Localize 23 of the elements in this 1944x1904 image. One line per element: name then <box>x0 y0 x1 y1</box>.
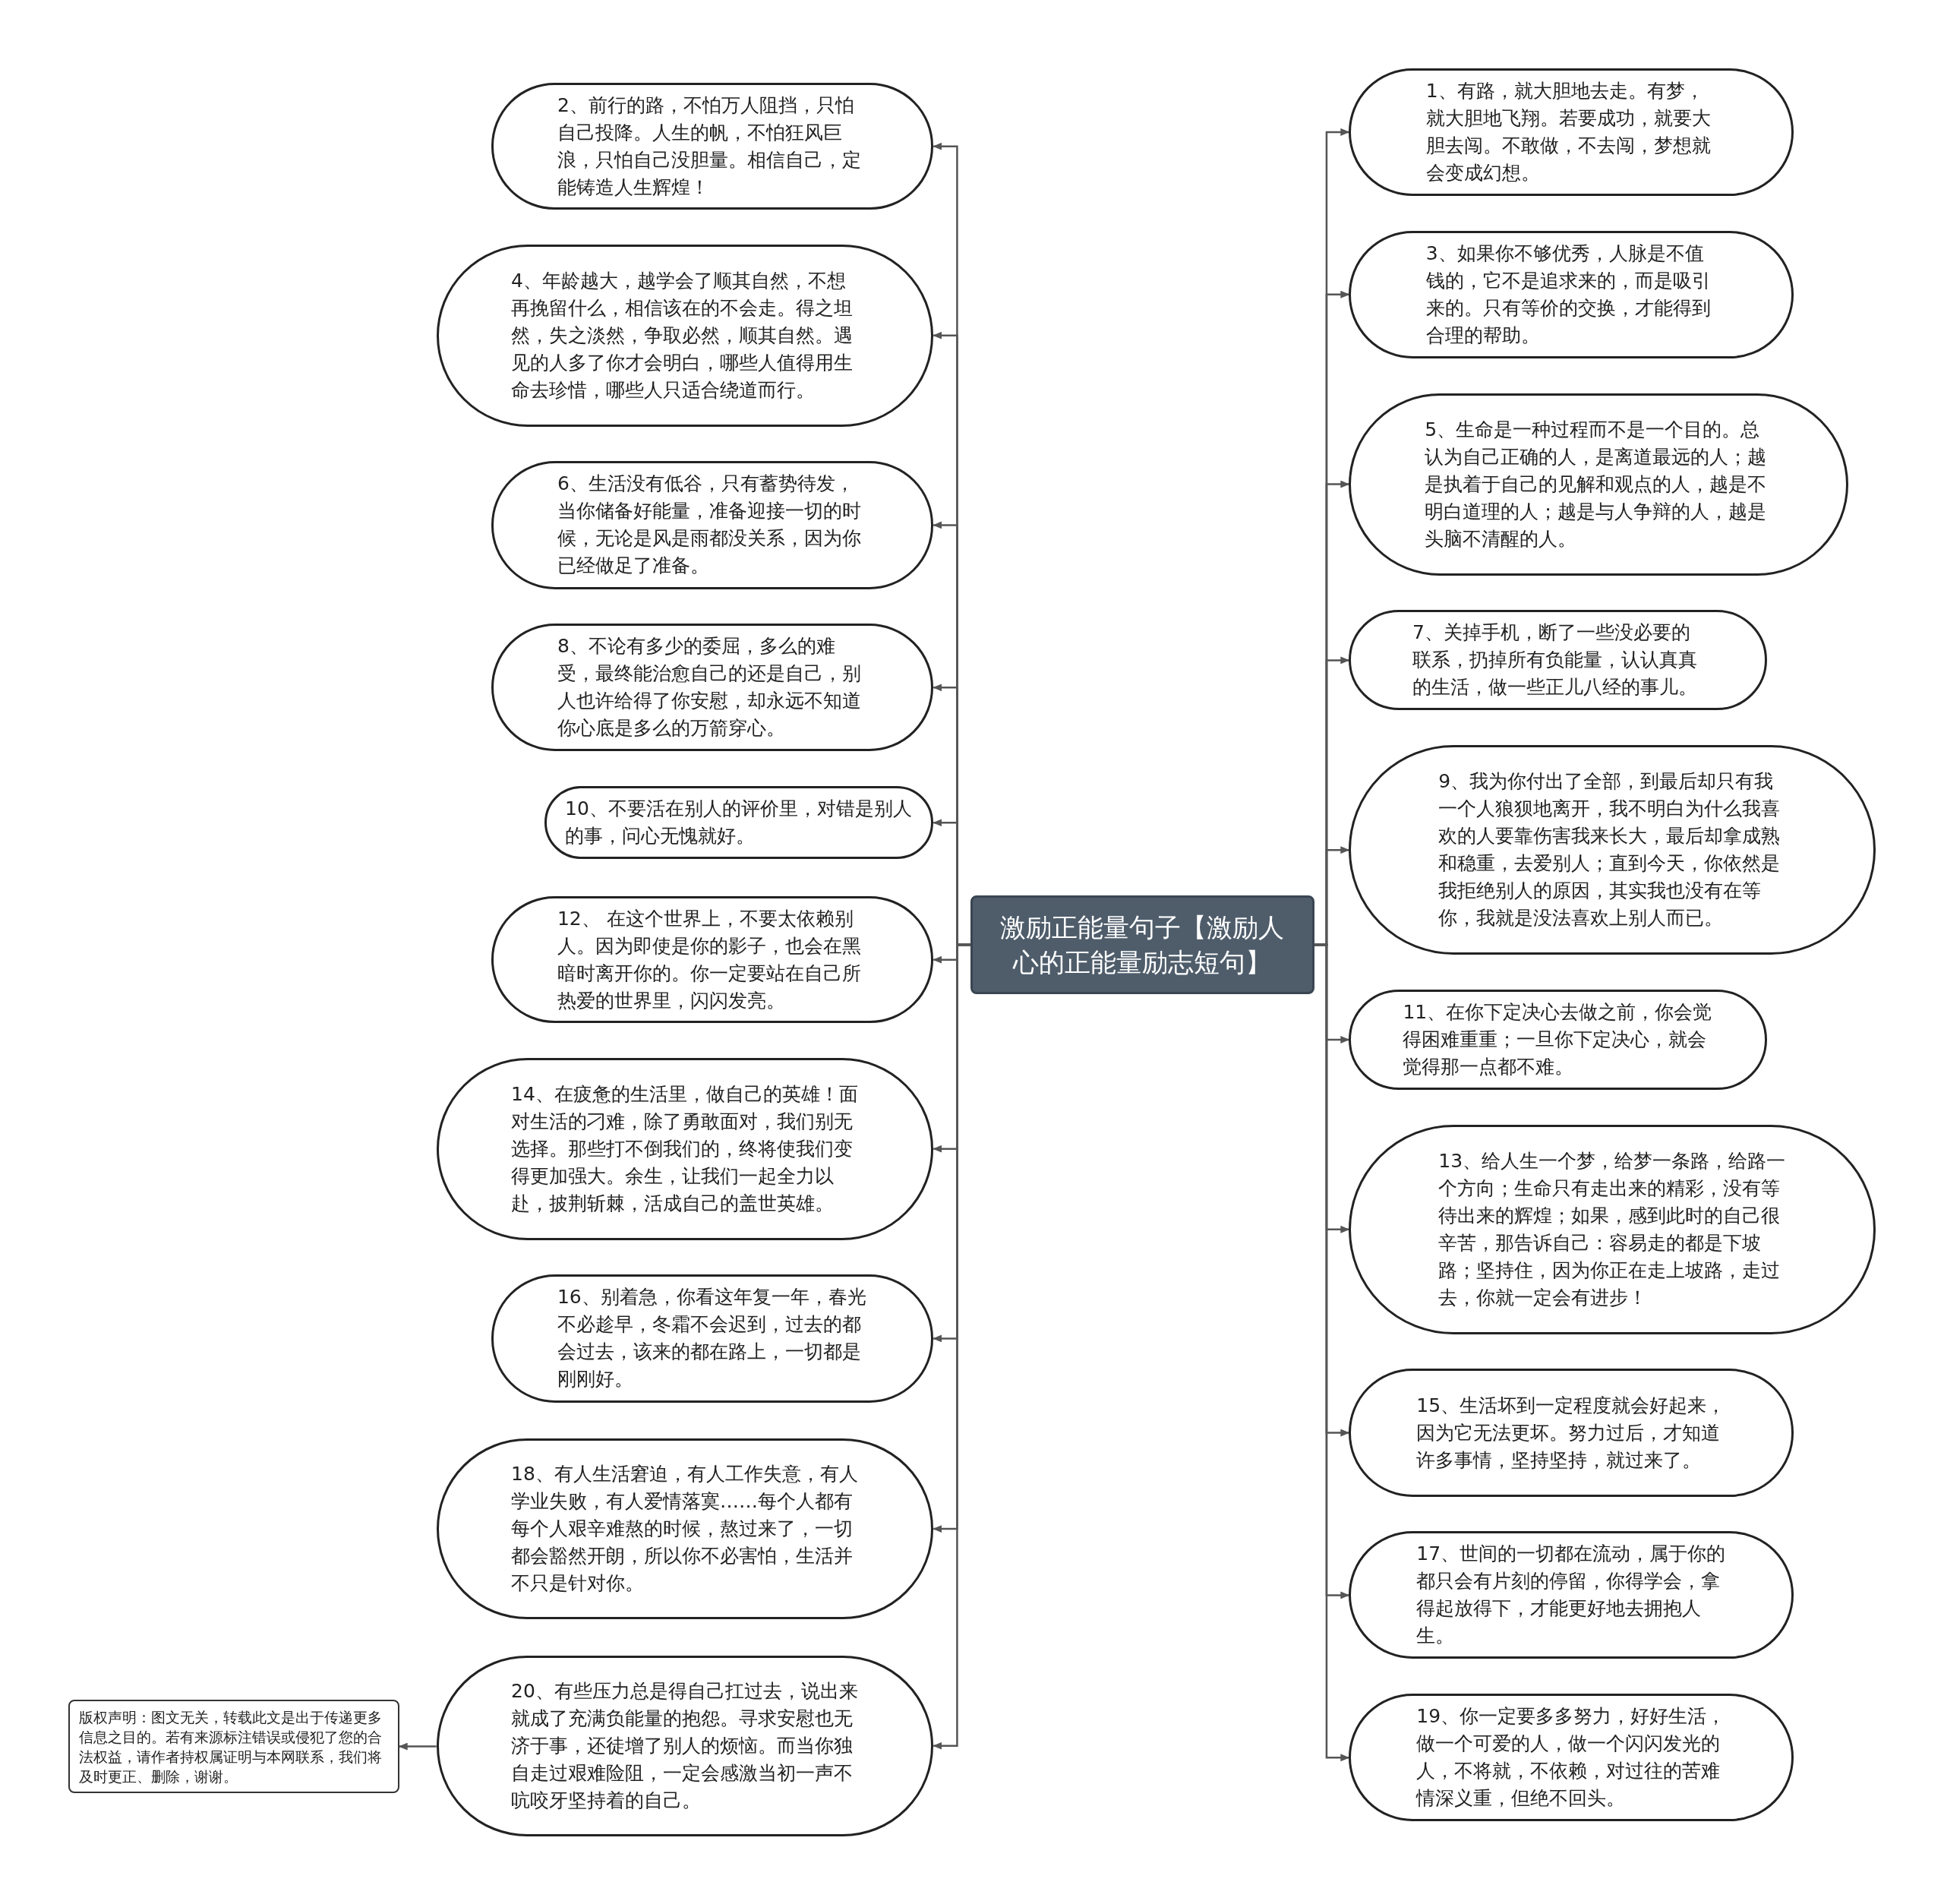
quote-bubble: 16、别着急，你看这年复一年，春光不必趁早，冬霜不会迟到，过去的都会过去，该来的都在路上，一切都是刚刚好。 <box>491 1274 934 1403</box>
quote-bubble: 17、世间的一切都在流动，属于你的都只会有片刻的停留，你得学会，拿得起放得下，才能更好地去拥抱人生。 <box>1349 1531 1794 1659</box>
quote-bubble: 15、生活坏到一定程度就会好起来，因为它无法更坏。努力过后，才知道许多事情，坚持坚持，就过来了。 <box>1349 1369 1794 1497</box>
quote-bubble: 2、前行的路，不怕万人阻挡，只怕自己投降。人生的帆，不怕狂风巨浪，只怕自己没胆量。相信自己，定能铸造人生辉煌！ <box>491 83 934 210</box>
quote-bubble: 12、 在这个世界上，不要太依赖别人。因为即使是你的影子，也会在黑暗时离开你的。你一定要站在自己所热爱的世界里，闪闪发亮。 <box>491 896 934 1023</box>
quote-bubble: 13、给人生一个梦，给梦一条路，给路一个方向；生命只有走出来的精彩，没有等待出来的辉煌；如果，感到此时的自己很辛苦，那告诉自己：容易走的都是下坡路；坚持住，因为你正在走上坡路，走过去，你就一定会有进步！ <box>1349 1124 1876 1334</box>
quote-bubble: 11、在你下定决心去做之前，你会觉得困难重重；一旦你下定决心，就会觉得那一点都不难。 <box>1349 989 1767 1091</box>
quote-bubble: 7、关掉手机，断了一些没必要的联系，扔掉所有负能量，认认真真的生活，做一些正儿八经的事儿。 <box>1349 610 1767 711</box>
central-topic-box: 激励正能量句子【激励人心的正能量励志短句】 <box>970 895 1314 995</box>
notice-box: 版权声明：图文无关，转载此文是出于传递更多信息之目的。若有来源标注错误或侵犯了您的合法权益，请作者持权属证明与本网联系，我们将及时更正、删除，谢谢。 <box>68 1700 399 1793</box>
quote-bubble: 4、年龄越大，越学会了顺其自然，不想再挽留什么，相信该在的不会走。得之坦然，失之淡然，争取必然，顺其自然。遇见的人多了你才会明白，哪些人值得用生命去珍惜，哪些人只适合绕道而行。 <box>436 244 934 427</box>
quote-bubble: 10、不要活在别人的评价里，对错是别人的事，问心无愧就好。 <box>544 786 934 860</box>
quote-bubble: 3、如果你不够优秀，人脉是不值钱的，它不是追求来的，而是吸引来的。只有等价的交换，才能得到合理的帮助。 <box>1349 230 1794 358</box>
quote-bubble: 8、不论有多少的委屈，多么的难受，最终能治愈自己的还是自己，别人也许给得了你安慰，却永远不知道你心底是多么的万箭穿心。 <box>491 624 934 752</box>
quote-bubble: 1、有路，就大胆地去走。有梦，就大胆地飞翔。若要成功，就要大胆去闯。不敢做，不去闯，梦想就会变成幻想。 <box>1349 68 1794 196</box>
quote-bubble: 14、在疲惫的生活里，做自己的英雄！面对生活的刁难，除了勇敢面对，我们别无选择。那些打不倒我们的，终将使我们变得更加强大。余生，让我们一起全力以赴，披荆斩棘，活成自己的盖世英雄。 <box>436 1057 934 1240</box>
quote-bubble: 20、有些压力总是得自己扛过去，说出来就成了充满负能量的抱怨。寻求安慰也无济于事，还徒增了别人的烦恼。而当你独自走过艰难险阻，一定会感激当初一声不吭咬牙坚持着的自己。 <box>436 1655 934 1836</box>
quote-bubble: 9、我为你付出了全部，到最后却只有我一个人狼狈地离开，我不明白为什么我喜欢的人要靠伤害我来长大，最后却拿成熟和稳重，去爱别人；直到今天，你依然是我拒绝别人的原因，其实我也没有在等你，我就是没法喜欢上别人而已。 <box>1349 745 1876 955</box>
quote-bubble: 6、生活没有低谷，只有蓄势待发，当你储备好能量，准备迎接一切的时候，无论是风是雨都没关系，因为你已经做足了准备。 <box>491 461 934 589</box>
quote-bubble: 5、生命是一种过程而不是一个目的。总认为自己正确的人，是离道最远的人；越是执着于自己的见解和观点的人，越是不明白道理的人；越是与人争辩的人，越是头脑不清醒的人。 <box>1349 393 1849 576</box>
connector-arrow <box>398 1742 437 1751</box>
quote-bubble: 18、有人生活窘迫，有人工作失意，有人学业失败，有人爱情落寞……每个人都有每个人艰辛难熬的时候，熬过来了，一切都会豁然开朗，所以你不必害怕，生活并不只是针对你。 <box>436 1438 934 1620</box>
quote-bubble: 19、你一定要多多努力，好好生活，做一个可爱的人，做一个闪闪发光的人，不将就，不依赖，对过往的苦难情深义重，但绝不回头。 <box>1349 1694 1794 1822</box>
